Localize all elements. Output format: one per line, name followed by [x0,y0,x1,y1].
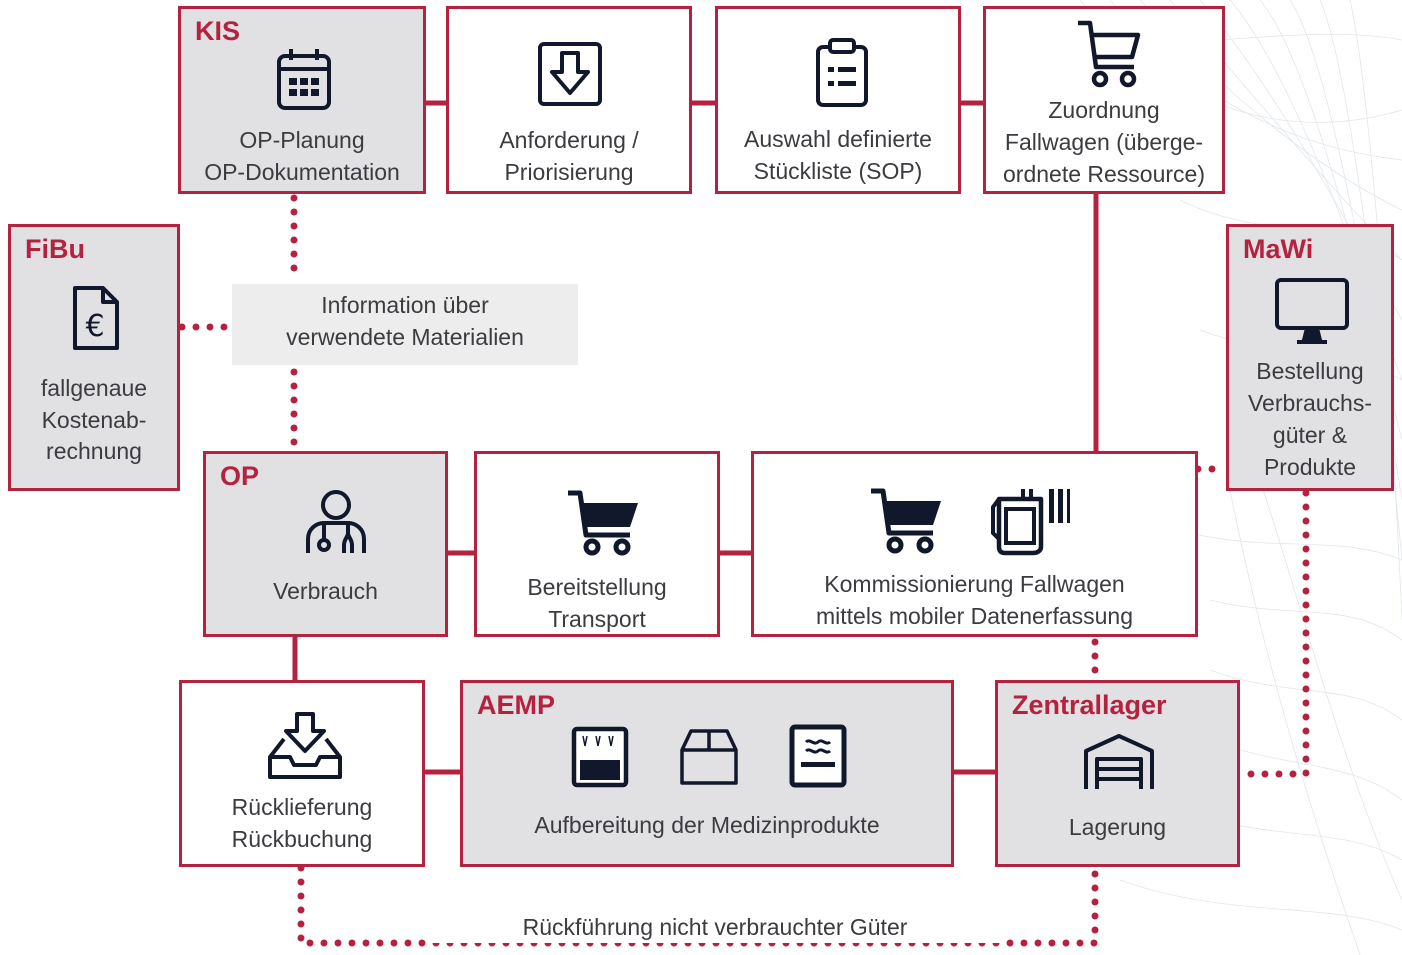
clipboard-list-icon [816,38,868,107]
node-label-line2: Stückliste (SOP) [753,158,923,184]
node-label-line1: Anforderung / [499,127,639,153]
euro-document-icon: € [73,286,119,350]
node-label-line1: Lagerung [1068,814,1167,840]
node-tag: AEMP [477,690,556,720]
node-label-line2: mittels mobiler Datenerfassung [815,603,1134,629]
cart-outline-icon [1078,20,1141,88]
mobile-scanner-icon [991,489,1070,556]
svg-text:€: € [85,309,104,344]
download-arrow-icon [538,42,602,106]
node-bereitstellung: Bereitstellung Transport [474,451,720,637]
box-icon [680,729,738,785]
node-label-line2: Rückbuchung [231,826,373,852]
sterilizer-icon [571,726,629,788]
info-note-line1: Information über [321,292,489,318]
doctor-icon [306,490,366,553]
node-op: OP Verbrauch [203,451,448,637]
node-label-line1: Aufbereitung der Medizinprodukte [534,812,880,838]
node-label-line2: Fallwagen (überge- [1004,129,1204,155]
washer-icon [789,724,847,788]
node-aemp: AEMP Aufbereitung der Medizinprodukte [460,680,954,867]
node-tag: Zentrallager [1012,690,1167,720]
dotted-rueckfuehrung [297,864,1099,947]
node-label-line1: Kommissionierung Fallwagen [824,571,1125,597]
node-label-line2: Verbrauchs- [1247,390,1372,416]
node-tag: MaWi [1243,234,1314,264]
calendar-icon [277,49,331,110]
node-tag: OP [220,461,260,491]
node-label-line3: rechnung [46,438,142,464]
info-note-line2: verwendete Materialien [286,324,524,350]
node-label-line1: Zuordnung [1048,97,1160,123]
node-label-line3: ordnete Ressource) [1003,161,1205,187]
node-zentrallager: Zentrallager Lagerung [995,680,1240,867]
rueckfuehrung-note: Rückführung nicht verbrauchter Güter [430,911,1000,943]
warehouse-icon [1084,734,1154,789]
inbox-download-icon [268,712,342,779]
node-label-line2: Kostenab- [41,407,147,433]
node-label-line3: güter & [1272,422,1348,448]
node-fibu: FiBu € fallgenaue Kostenab- rechnung [8,224,180,491]
node-auswahl: Auswahl definierte Stückliste (SOP) [715,6,961,194]
node-label-line2: OP-Dokumentation [204,159,400,185]
node-tag: KIS [195,16,241,46]
node-label-line1: Bestellung [1256,358,1364,384]
node-kommissionierung: Kommissionierung Fallwagen mittels mobil… [751,451,1198,637]
node-label-line4: Produkte [1263,454,1357,480]
node-zuordnung: Zuordnung Fallwagen (überge- ordnete Res… [983,6,1225,194]
monitor-icon [1275,278,1349,344]
node-anforderung: Anforderung / Priorisierung [446,6,692,194]
node-label-line2: Priorisierung [504,159,634,185]
node-label-line1: OP-Planung [239,127,365,153]
node-label-line1: Bereitstellung [527,574,667,600]
node-label-line1: Auswahl definierte [744,126,932,152]
info-note: Information über verwendete Materialien [232,284,578,365]
node-kis: KIS OP-Planung OP-Dokumentation [178,6,426,194]
node-label-line1: Rücklieferung [231,794,373,820]
node-tag: FiBu [25,234,85,264]
cart-filled-icon [568,490,638,556]
node-label-line2: Transport [548,606,646,632]
cart-filled-icon [871,488,941,554]
node-ruecklieferung: Rücklieferung Rückbuchung [179,680,425,867]
node-mawi: MaWi Bestellung Verbrauchs- güter & Prod… [1226,224,1394,491]
node-label-line1: fallgenaue [40,375,148,401]
node-label-line1: Verbrauch [273,578,378,604]
dotted-mawi-zentrallager [1238,489,1310,778]
